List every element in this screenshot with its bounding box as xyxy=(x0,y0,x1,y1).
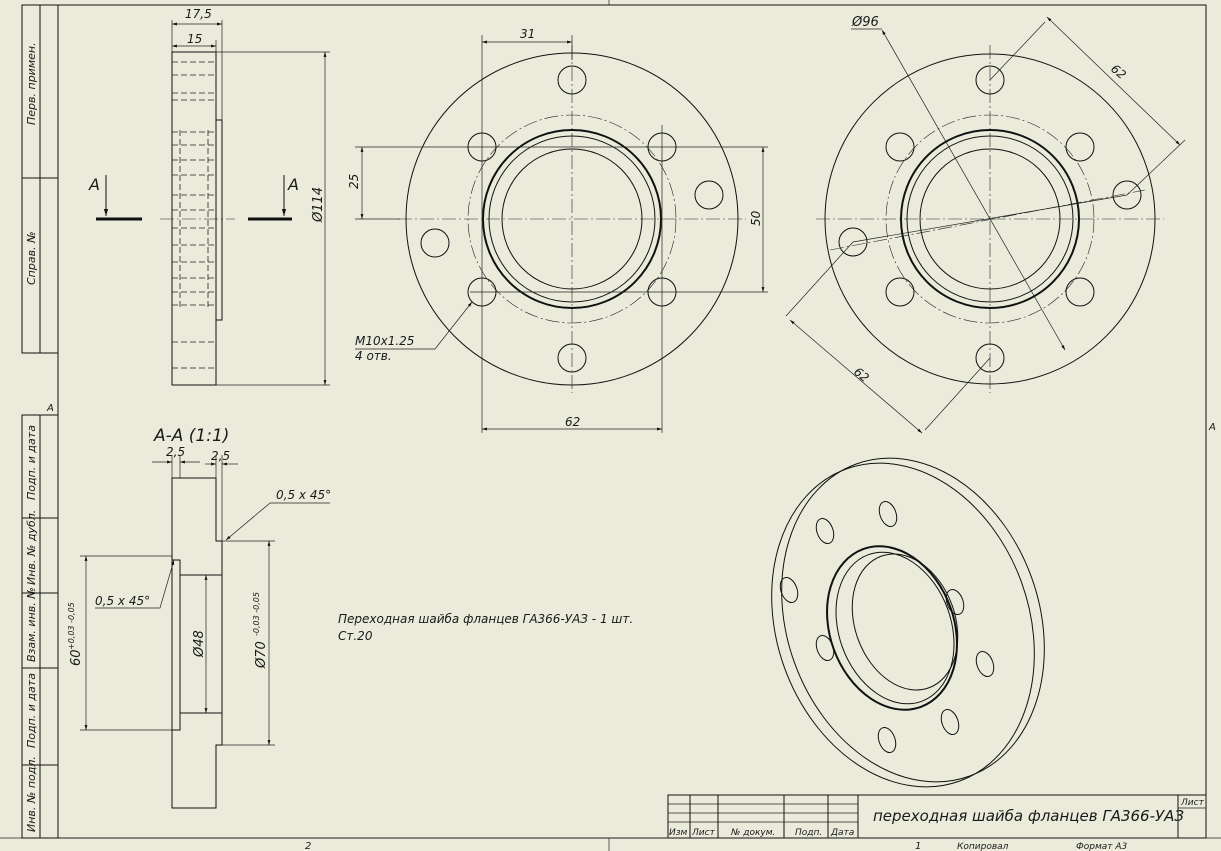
format-label: Формат А3 xyxy=(1076,842,1128,851)
zone-letter-left: А xyxy=(46,403,54,414)
cut-label-right: А xyxy=(287,175,299,194)
side-label-sprav: Справ. № xyxy=(25,231,38,285)
chamfer-right: 0,5 x 45° xyxy=(276,488,331,502)
dim-17-5: 17,5 xyxy=(185,7,212,21)
dim-62-front: 62 xyxy=(565,415,580,429)
bottom-number-2: 2 xyxy=(305,841,311,851)
dim-2-5-left: 2,5 xyxy=(166,445,185,459)
thread-note-1: M10x1.25 xyxy=(355,334,414,348)
dim-60: 60 xyxy=(69,649,84,666)
side-label-inv-dubl: Инв. № дубл. xyxy=(25,510,38,585)
title-data: Дата xyxy=(830,828,854,838)
section-title: А-А (1:1) xyxy=(153,426,229,446)
section-view xyxy=(80,455,330,809)
dim-62-right-b: 62 xyxy=(851,365,872,386)
title-block xyxy=(667,794,1207,839)
note-line-1: Переходная шайба фланцев ГА366-УАЗ - 1 ш… xyxy=(338,612,633,626)
dim-50: 50 xyxy=(749,210,763,226)
copied-label: Копировал xyxy=(957,842,1009,851)
title-list: Лист xyxy=(691,828,716,838)
dim-dia-48: Ø48 xyxy=(192,630,207,658)
dim-15: 15 xyxy=(187,32,202,46)
thread-note-2: 4 отв. xyxy=(355,349,392,363)
cut-label-left: А xyxy=(88,175,100,194)
right-view xyxy=(785,16,1186,434)
dim-dia-70: Ø70 xyxy=(254,641,269,669)
side-label-podp-2: Подп. и дата xyxy=(25,673,38,748)
side-label-vzam: Взам. инв. № xyxy=(25,587,38,662)
chamfer-left: 0,5 x 45° xyxy=(95,594,150,608)
dim-2-5-right: 2,5 xyxy=(211,449,230,463)
side-label-podp-1: Подп. и дата xyxy=(25,425,38,500)
side-label-perv: Перв. примен. xyxy=(25,42,38,125)
title-doc: № докум. xyxy=(730,828,775,838)
dim-dia-114: Ø114 xyxy=(311,187,326,223)
sheet-label: Лист xyxy=(1180,798,1205,808)
side-label-inv-podl: Инв. № подл. xyxy=(25,756,38,832)
tol-70: -0,03 -0,05 xyxy=(252,592,261,636)
note-line-2: Ст.20 xyxy=(338,629,373,643)
title-podp: Подп. xyxy=(795,828,822,838)
dim-25: 25 xyxy=(347,174,361,189)
bottom-number-1: 1 xyxy=(915,841,921,851)
isometric-view xyxy=(771,457,1045,788)
drawing-title: переходная шайба фланцев ГА366-УАЗ xyxy=(873,807,1184,825)
title-izm: Изм xyxy=(669,828,688,838)
dim-dia-96: Ø96 xyxy=(851,15,879,30)
zone-letter-right: А xyxy=(1208,422,1216,433)
tol-60: +0,03 -0,05 xyxy=(67,602,76,650)
front-view xyxy=(355,35,768,433)
side-view xyxy=(96,20,330,386)
dim-31: 31 xyxy=(520,27,535,41)
